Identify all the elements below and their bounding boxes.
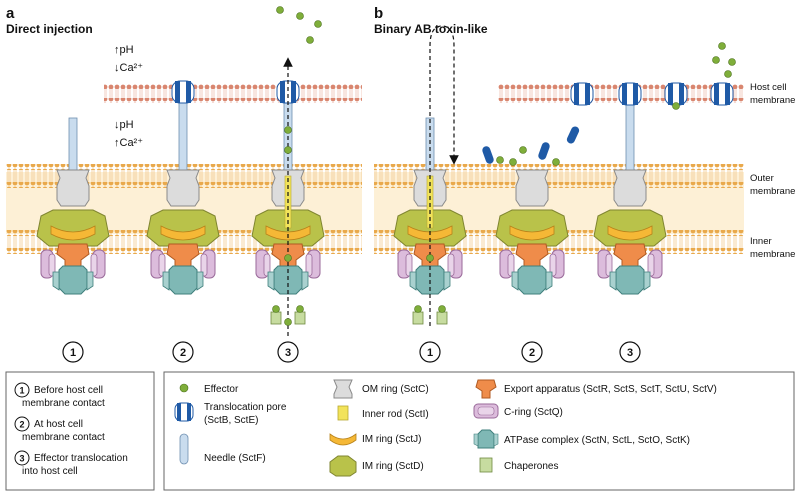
steps-legend-item-3: 3 Effector translocation into host cell: [14, 450, 128, 477]
svg-text:IM ring (SctJ): IM ring (SctJ): [362, 434, 421, 445]
svg-text:1: 1: [70, 347, 76, 359]
svg-text:OM ring (SctC): OM ring (SctC): [362, 384, 429, 395]
svg-text:3: 3: [627, 347, 633, 359]
panel-a-letter: a: [6, 5, 15, 22]
panel-a-step-2: 2: [172, 341, 194, 363]
inside-ca: ↑Ca²⁺: [114, 137, 143, 149]
svg-text:Effector: Effector: [204, 384, 239, 395]
svg-text:into host cell: into host cell: [22, 466, 78, 477]
svg-text:At host cell: At host cell: [34, 419, 83, 430]
svg-text:Effector translocation: Effector translocation: [34, 453, 128, 464]
svg-text:Needle (SctF): Needle (SctF): [204, 453, 266, 464]
translocation-pore-icon: [174, 402, 194, 422]
svg-text:2: 2: [180, 347, 186, 359]
svg-text:2: 2: [529, 347, 535, 359]
surface-secreted-components: [482, 126, 580, 166]
legend-translocation-pore: Translocation pore (SctB, SctE): [174, 402, 287, 426]
svg-text:1: 1: [427, 347, 433, 359]
im-ring-sctd-icon: [329, 455, 357, 477]
panel-b-host-pores: [570, 42, 736, 110]
svg-text:Export apparatus (SctR, SctS,: Export apparatus (SctR, SctS, SctT, SctU…: [504, 384, 717, 395]
legend-im-ring-sctd: IM ring (SctD): [329, 455, 424, 477]
svg-text:1: 1: [19, 386, 24, 396]
legend-chaperones: Chaperones: [479, 457, 558, 473]
inner-membrane-label-1: Inner: [750, 236, 772, 247]
steps-legend-item-2: 2 At host cell membrane contact: [14, 416, 105, 443]
legend-om-ring: OM ring (SctC): [333, 379, 429, 399]
svg-text:Chaperones: Chaperones: [504, 461, 558, 472]
outer-membrane-label-2: membrane: [750, 186, 795, 197]
svg-text:Inner rod (SctI): Inner rod (SctI): [362, 409, 429, 420]
panel-a-step-1: 1: [62, 341, 84, 363]
effector-icon: [179, 383, 189, 393]
secretion-loop-arrow: [429, 25, 459, 326]
legend-inner-rod: Inner rod (SctI): [337, 405, 429, 421]
outside-ph: ↑pH: [114, 44, 134, 56]
panel-b-step-3: 3: [619, 341, 641, 363]
inner-membrane-label-2: membrane: [750, 249, 795, 260]
chaperones-icon: [479, 457, 493, 473]
panel-b-system-1: [393, 25, 467, 326]
panel-a-title: Direct injection: [6, 22, 93, 36]
inner-rod-icon: [337, 405, 349, 421]
panel-b-letter: b: [374, 5, 383, 22]
components-legend: Effector Translocation pore (SctB, SctE)…: [163, 371, 795, 491]
inside-ph: ↓pH: [114, 119, 134, 131]
panel-b-step-1: 1: [419, 341, 441, 363]
svg-text:Before host cell: Before host cell: [34, 385, 103, 396]
legend-atpase-complex: ATPase complex (SctN, SctL, SctO, SctK): [473, 429, 690, 449]
translocation-pore: [171, 80, 195, 104]
svg-text:3: 3: [285, 347, 291, 359]
panel-b-step-2: 2: [521, 341, 543, 363]
outer-membrane-label-1: Outer: [750, 173, 774, 184]
svg-text:(SctB, SctE): (SctB, SctE): [204, 415, 258, 426]
im-ring-sctj-icon: [329, 433, 357, 446]
translocation-pore: [276, 80, 300, 104]
legend-c-ring: C-ring (SctQ): [473, 403, 563, 419]
c-ring-icon: [473, 403, 499, 419]
host-membrane-label-1: Host cell: [750, 82, 786, 93]
panel-a-system-2: [146, 80, 220, 295]
legend-im-ring-sctj: IM ring (SctJ): [329, 433, 421, 446]
svg-text:ATPase complex (SctN, SctL, Sc: ATPase complex (SctN, SctL, SctO, SctK): [504, 435, 690, 446]
svg-text:IM ring (SctD): IM ring (SctD): [362, 461, 424, 472]
panel-a-step-3: 3: [277, 341, 299, 363]
svg-text:membrane contact: membrane contact: [22, 398, 105, 409]
chaperones: [270, 305, 306, 326]
steps-legend: 1 Before host cell membrane contact 2 At…: [5, 371, 155, 491]
export-apparatus-icon: [475, 379, 497, 399]
svg-text:C-ring (SctQ): C-ring (SctQ): [504, 407, 563, 418]
panel-a-system-1: [36, 117, 110, 295]
legend-needle: Needle (SctF): [179, 433, 266, 465]
panel-a-system-3: [251, 6, 325, 336]
legend-export-apparatus: Export apparatus (SctR, SctS, SctT, SctU…: [475, 379, 717, 399]
legend-effector: Effector: [179, 383, 239, 395]
steps-legend-item-1: 1 Before host cell membrane contact: [14, 382, 105, 409]
atpase-complex-icon: [473, 429, 499, 449]
om-ring-icon: [333, 379, 353, 399]
svg-text:2: 2: [19, 420, 24, 430]
outside-ca: ↓Ca²⁺: [114, 62, 143, 74]
svg-text:Translocation pore: Translocation pore: [204, 402, 287, 413]
chaperones: [412, 305, 448, 325]
panel-b-title: Binary AB toxin-like: [374, 22, 488, 36]
svg-text:membrane contact: membrane contact: [22, 432, 105, 443]
panel-a-host-membrane: [104, 84, 362, 103]
needle-icon: [179, 433, 189, 465]
svg-text:3: 3: [19, 454, 24, 464]
host-membrane-label-2: membrane: [750, 95, 795, 106]
